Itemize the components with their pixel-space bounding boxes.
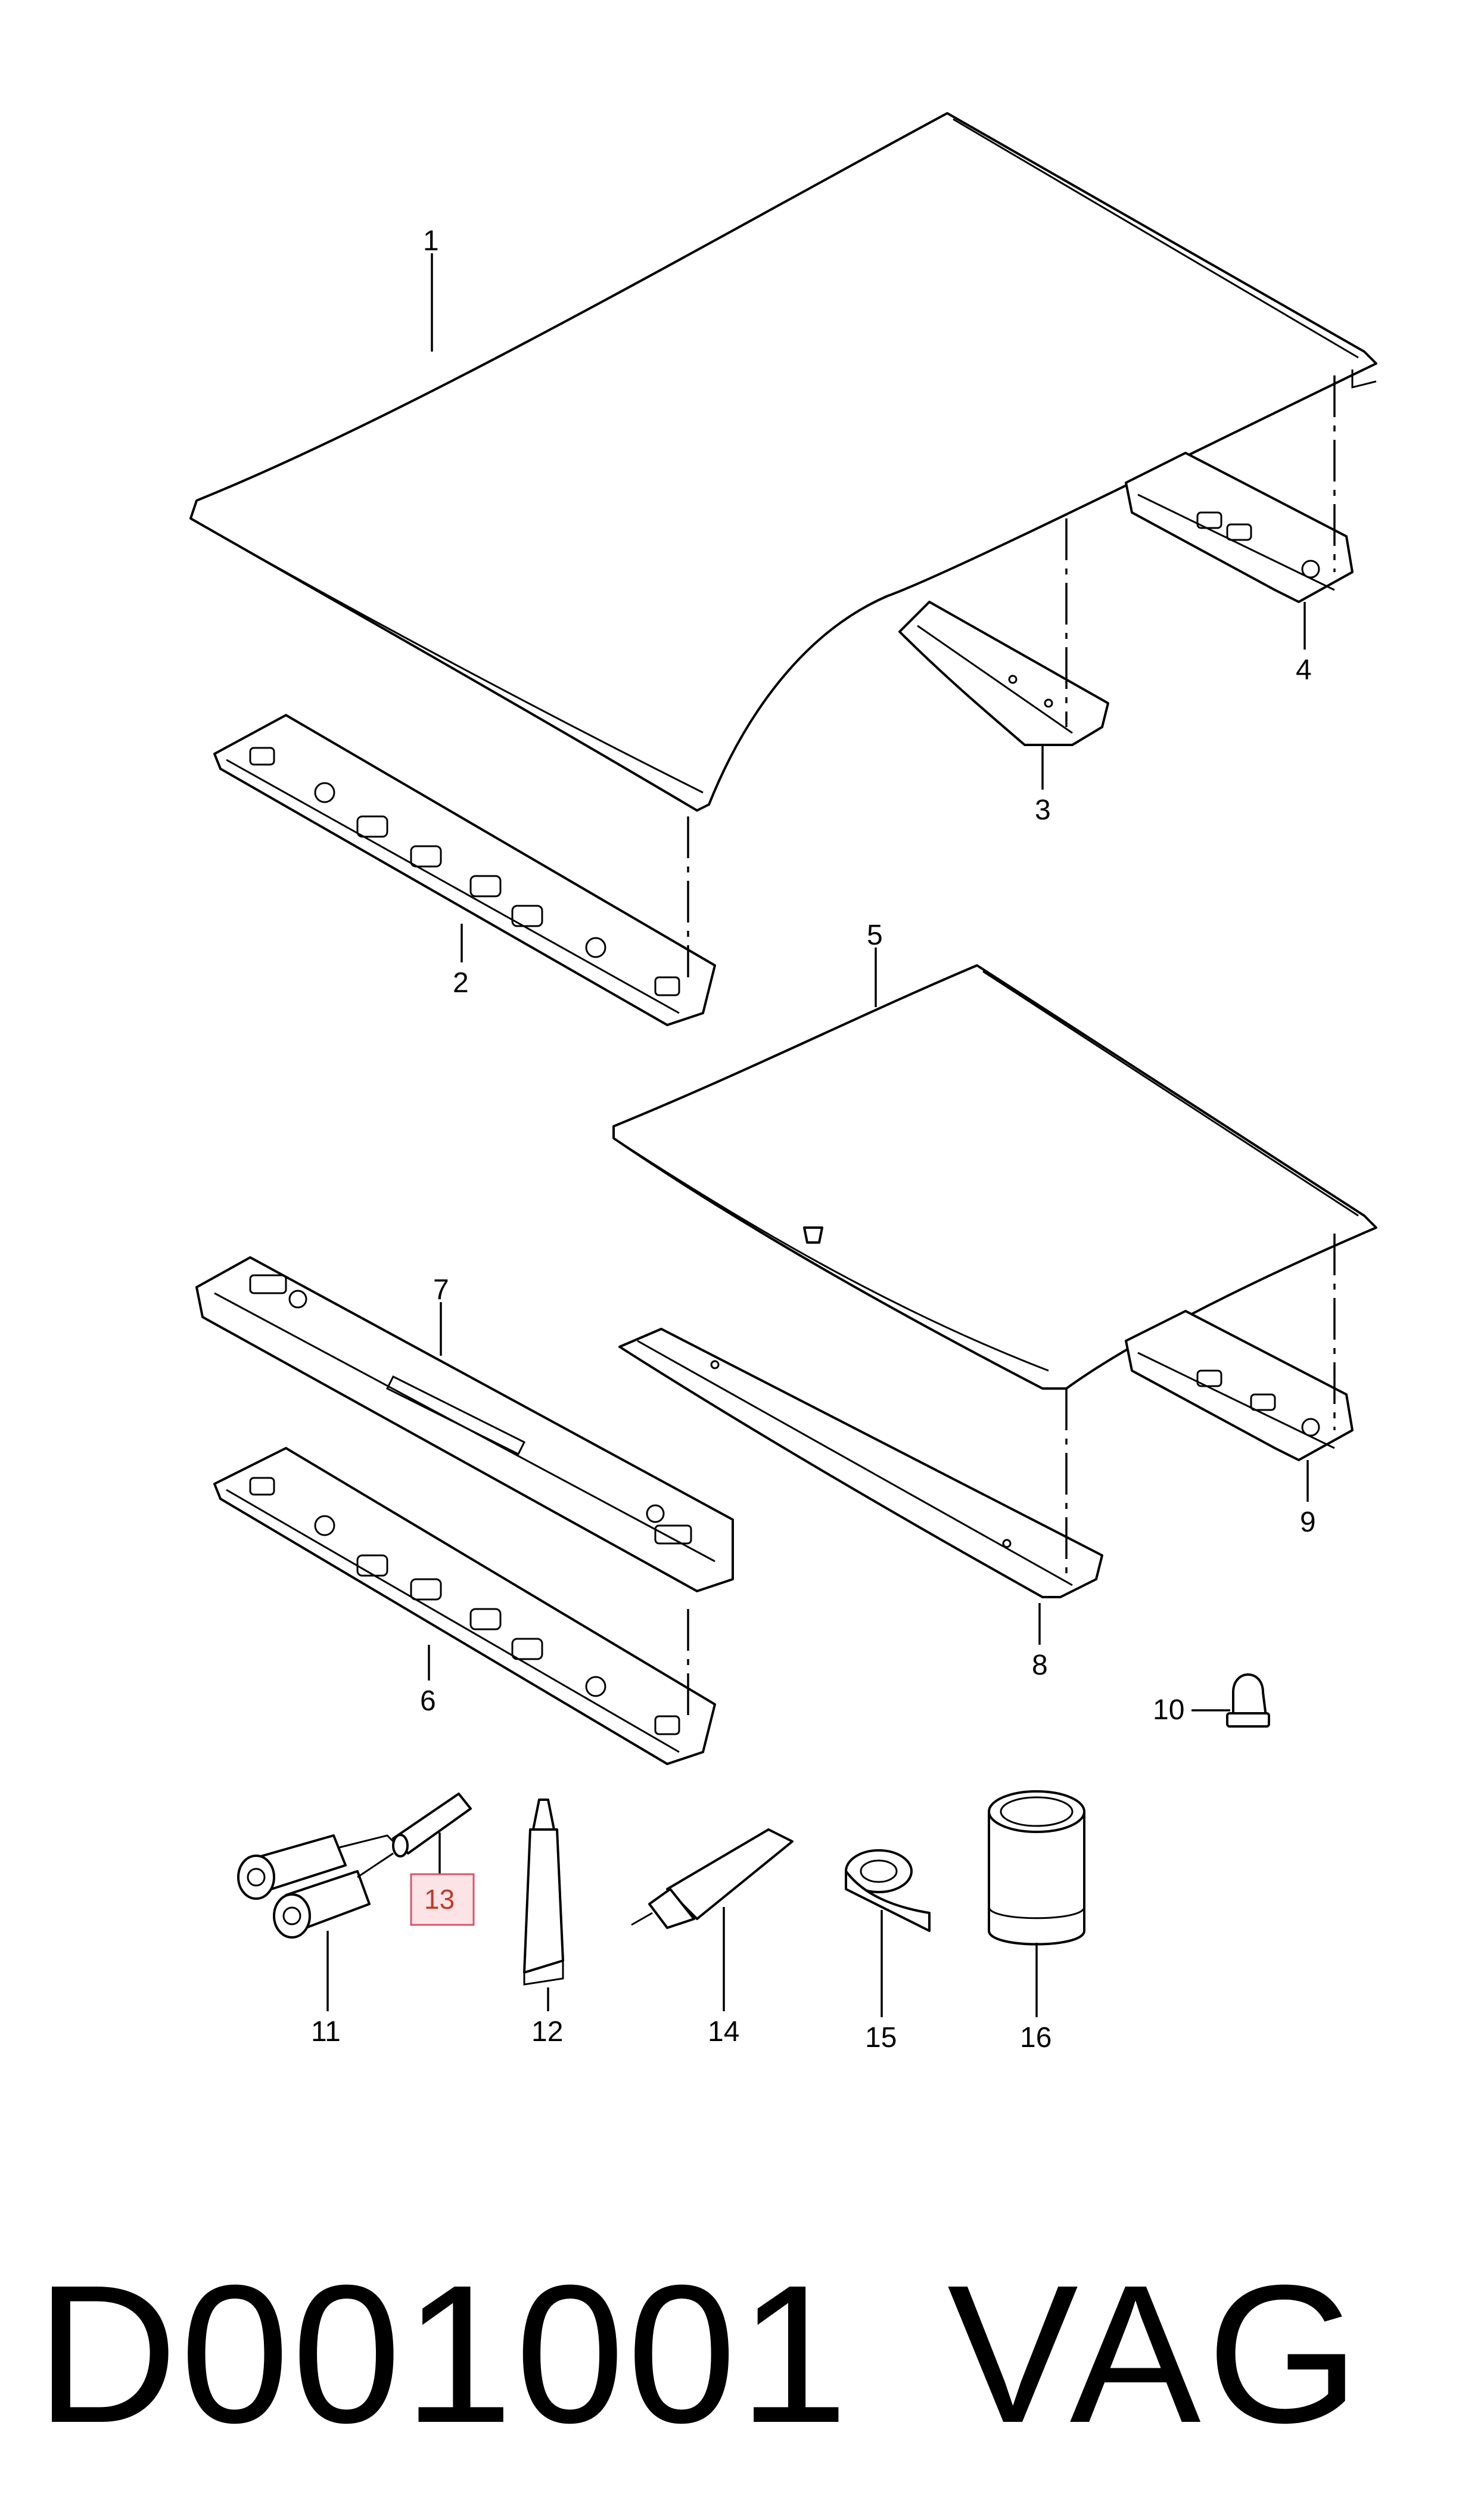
front-crossmember-6[interactable] bbox=[213, 1447, 716, 1765]
roof-bow-3[interactable] bbox=[898, 601, 1109, 746]
callout-3: 3 bbox=[1035, 794, 1051, 826]
brand-label: VAG bbox=[947, 2244, 1366, 2464]
highlight-box-13 bbox=[410, 1873, 475, 1926]
callout-13[interactable]: 13 bbox=[424, 1884, 455, 1915]
callout-5: 5 bbox=[867, 920, 883, 951]
front-crossmember-2[interactable] bbox=[213, 714, 716, 1026]
callout-6: 6 bbox=[420, 1685, 436, 1717]
sealant-tube-12[interactable] bbox=[523, 1799, 564, 1986]
callout-4: 4 bbox=[1296, 654, 1312, 686]
leader-lines bbox=[326, 253, 1309, 2017]
front-crossmember-7[interactable] bbox=[195, 1256, 734, 1592]
roof-panel-1[interactable] bbox=[189, 112, 1377, 812]
paint-can-16[interactable] bbox=[988, 1790, 1085, 1946]
callout-14: 14 bbox=[708, 2016, 739, 2048]
paste-tube-14[interactable] bbox=[631, 1828, 794, 1929]
callout-7: 7 bbox=[433, 1274, 449, 1306]
callout-8: 8 bbox=[1032, 1650, 1048, 1681]
roof-bow-8[interactable] bbox=[618, 1328, 1103, 1598]
diagram-code: D001001 bbox=[36, 2244, 851, 2464]
mixing-nozzle-13[interactable] bbox=[392, 1793, 472, 1858]
footer: D001001 VAG bbox=[0, 2241, 1484, 2467]
callout-9: 9 bbox=[1300, 1507, 1316, 1538]
callout-1: 1 bbox=[423, 225, 439, 257]
tape-roll-15[interactable] bbox=[845, 1849, 931, 1932]
callout-10: 10 bbox=[1153, 1694, 1184, 1726]
cap-nut-10[interactable] bbox=[1226, 1673, 1270, 1728]
callout-12: 12 bbox=[531, 2016, 563, 2048]
roof-panel-5[interactable] bbox=[612, 964, 1377, 1390]
adhesive-cartridge-11[interactable] bbox=[237, 1834, 400, 1939]
callout-11: 11 bbox=[311, 2016, 341, 2048]
callout-2: 2 bbox=[453, 967, 469, 999]
callout-16: 16 bbox=[1020, 2022, 1051, 2054]
callout-15: 15 bbox=[865, 2022, 897, 2054]
rear-crossmember-4[interactable] bbox=[1125, 452, 1354, 603]
assembly-lines bbox=[687, 375, 1336, 1716]
rear-crossmember-9[interactable] bbox=[1125, 1310, 1354, 1461]
